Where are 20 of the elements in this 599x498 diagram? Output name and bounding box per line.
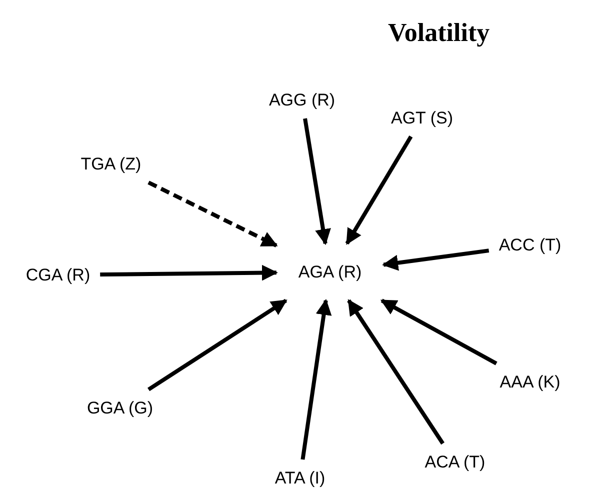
arrow: [382, 248, 490, 271]
arrow: [147, 298, 288, 392]
codon-label: AGT (S): [380, 100, 464, 136]
codon-label: AGG (R): [258, 82, 346, 118]
arrow: [303, 118, 331, 246]
codon-label: ACC (T): [488, 226, 572, 264]
arrow: [300, 298, 332, 460]
arrow: [100, 264, 278, 281]
codon-label: CGA (R): [16, 256, 100, 294]
codon-label: AAA (K): [490, 364, 570, 400]
codon-label: ATA (I): [264, 460, 336, 496]
diagram-title: Volatility: [388, 20, 490, 46]
dashed-arrow: [148, 180, 278, 248]
arrow: [380, 298, 498, 366]
arrow: [345, 135, 413, 245]
codon-label: TGA (Z): [70, 146, 152, 182]
codon-label: ACA (T): [414, 444, 496, 480]
codon-label: GGA (G): [76, 390, 164, 426]
arrow: [347, 299, 444, 445]
codon-label: AGA (R): [276, 244, 384, 300]
